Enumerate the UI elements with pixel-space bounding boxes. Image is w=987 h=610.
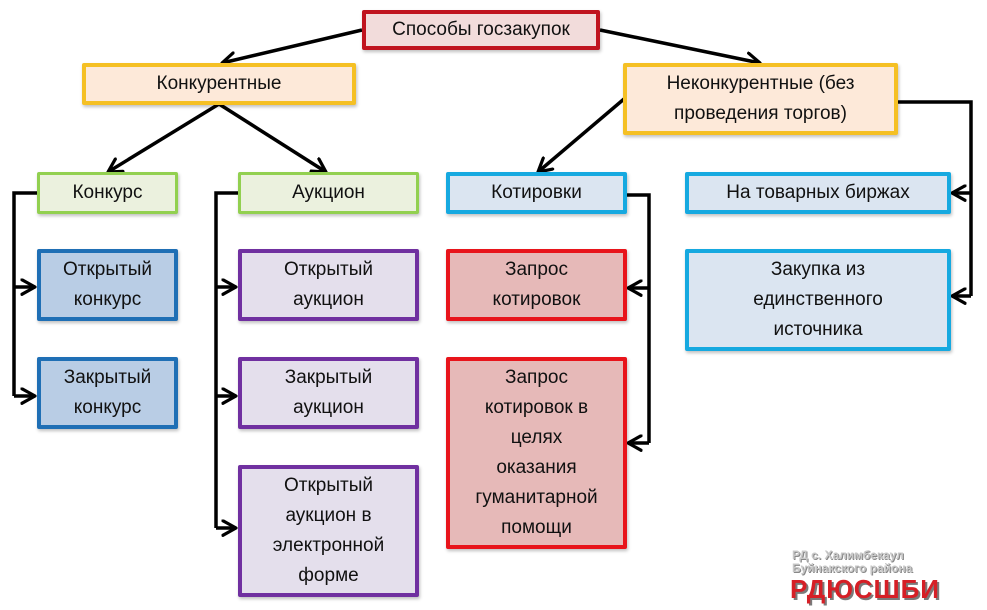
commodity-exchanges-node: На товарных биржах [685, 172, 951, 214]
single-source-node: Закупка из единственного источника [685, 249, 951, 351]
arrow-noncompetitive-to-quotations [538, 97, 626, 172]
connector-contest [12, 191, 37, 396]
open-contest-node: Открытый конкурс [37, 249, 178, 321]
quotation-request-node: Запрос котировок [446, 249, 627, 321]
connector-quotations [627, 193, 651, 443]
auction-node: Аукцион [238, 172, 419, 214]
arrow-root-to-competitive [222, 28, 363, 63]
arrow-competitive-to-contest [108, 102, 220, 172]
competitive-node: Конкурентные [82, 63, 356, 105]
quotations-node: Котировки [446, 172, 627, 214]
contest-node: Конкурс [37, 172, 178, 214]
arrow-root-to-noncompetitive [599, 28, 760, 63]
watermark: РД с. Халимбекаул Буйнакского района РДЮ… [790, 548, 940, 604]
watermark-line-2: Буйнакского района [792, 561, 913, 575]
connector-noncompetitive [898, 100, 973, 296]
electronic-auction-node: Открытый аукцион в электронной форме [238, 465, 419, 597]
humanitarian-quotation-request-node: Запрос котировок в целях оказания гумани… [446, 357, 627, 549]
watermark-brand: РДЮСШБИ [790, 574, 940, 604]
closed-auction-node: Закрытый аукцион [238, 357, 419, 429]
watermark-line-1: РД с. Халимбекаул [792, 548, 904, 562]
connector-auction [214, 191, 238, 528]
noncompetitive-node: Неконкурентные (без проведения торгов) [623, 63, 898, 135]
closed-contest-node: Закрытый конкурс [37, 357, 178, 429]
open-auction-node: Открытый аукцион [238, 249, 419, 321]
arrow-competitive-to-auction [218, 102, 326, 172]
root-node: Способы госзакупок [362, 10, 600, 50]
